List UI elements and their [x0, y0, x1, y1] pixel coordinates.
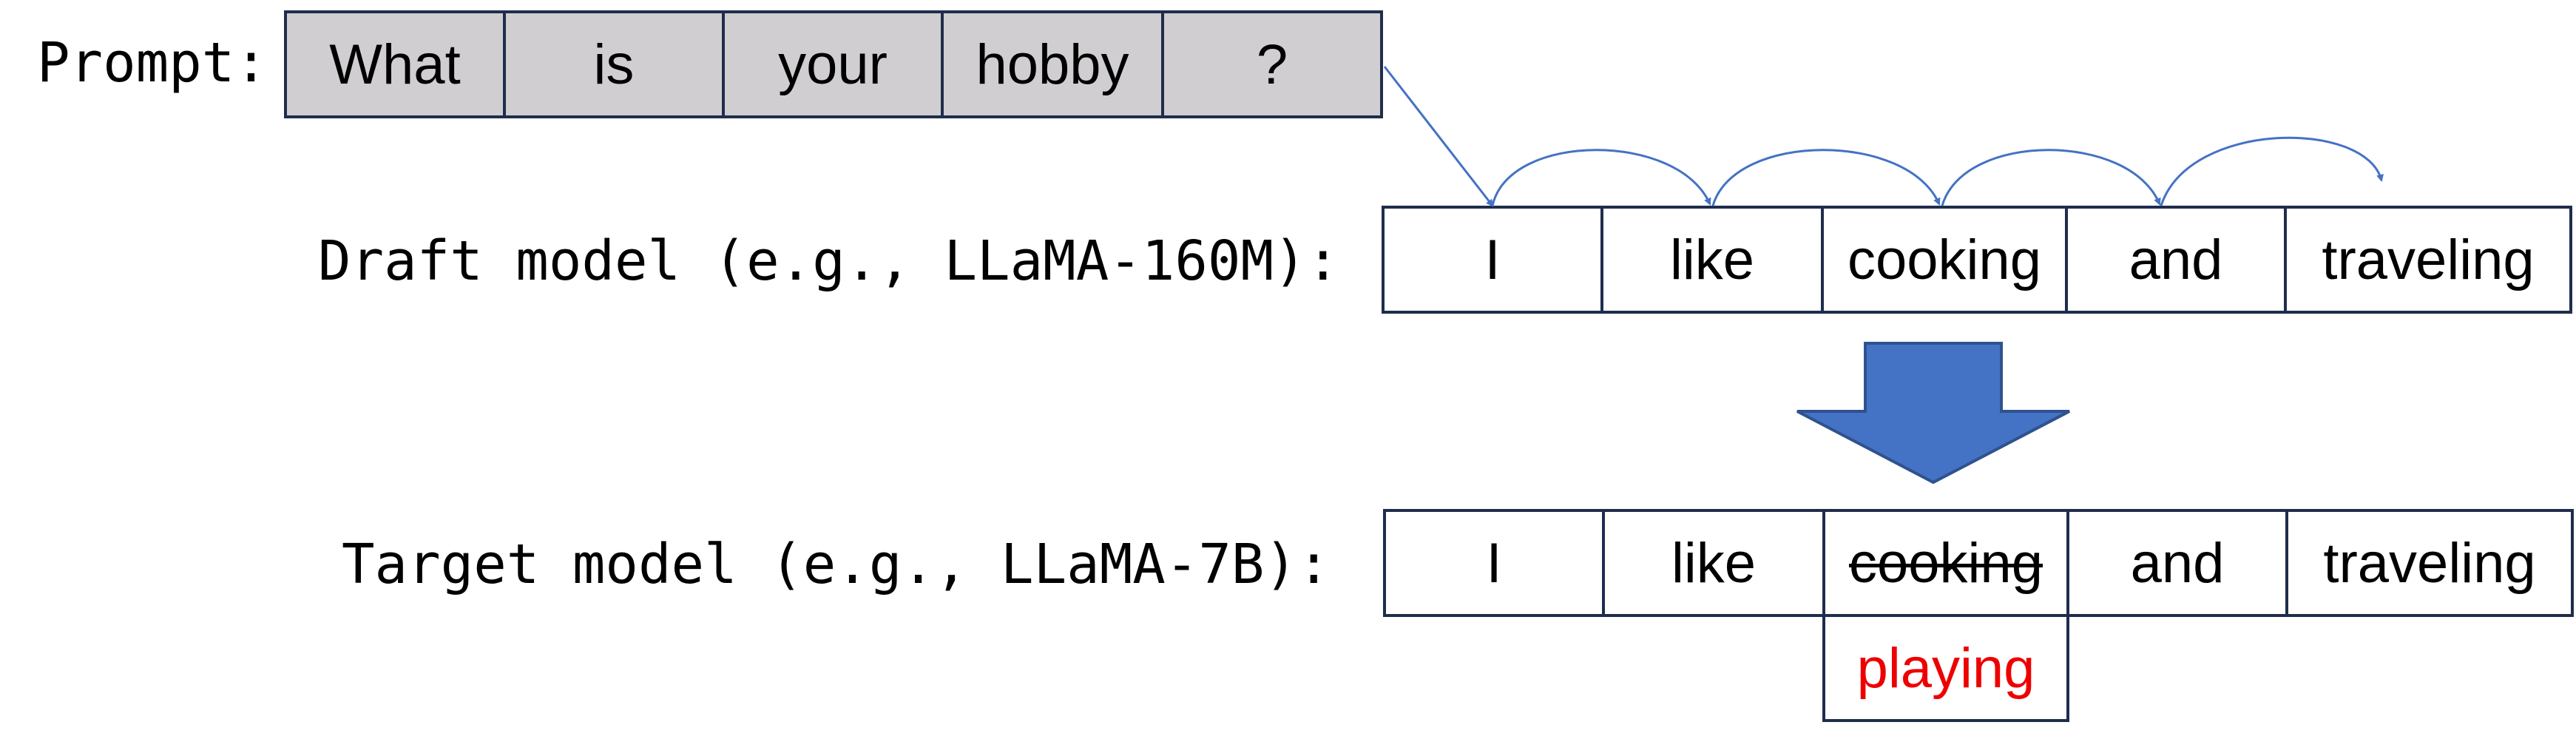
draft-token: traveling [2284, 206, 2572, 314]
prompt-token: is [503, 10, 725, 118]
draft-token: I [1382, 206, 1603, 314]
autoregressive-arrow [1491, 149, 1711, 206]
rejected-token-text: cooking [1849, 531, 2043, 595]
target-token: traveling [2285, 509, 2574, 617]
verify-down-arrow [1796, 342, 2070, 485]
autoregressive-arrow [1941, 149, 2161, 206]
draft-token: like [1600, 206, 1824, 314]
autoregressive-arrow [1711, 149, 1941, 206]
target-model-label: Target model (e.g., LLaMA-7B): [342, 533, 1331, 596]
prompt-label: Prompt: [37, 31, 268, 95]
prompt-token: your [722, 10, 944, 118]
autoregressive-arrow [2160, 136, 2384, 206]
target-token: and [2066, 509, 2288, 617]
draft-token: and [2065, 206, 2287, 314]
correction-token: playing [1822, 614, 2069, 722]
draft-token: cooking [1821, 206, 2068, 314]
target-token: like [1602, 509, 1825, 617]
target-token: I [1383, 509, 1605, 617]
prompt-token: hobby [941, 10, 1164, 118]
prompt-token: ? [1161, 10, 1383, 118]
prompt-to-draft-arrow [1383, 66, 1494, 207]
draft-model-label: Draft model (e.g., LLaMA-160M): [318, 229, 1340, 293]
